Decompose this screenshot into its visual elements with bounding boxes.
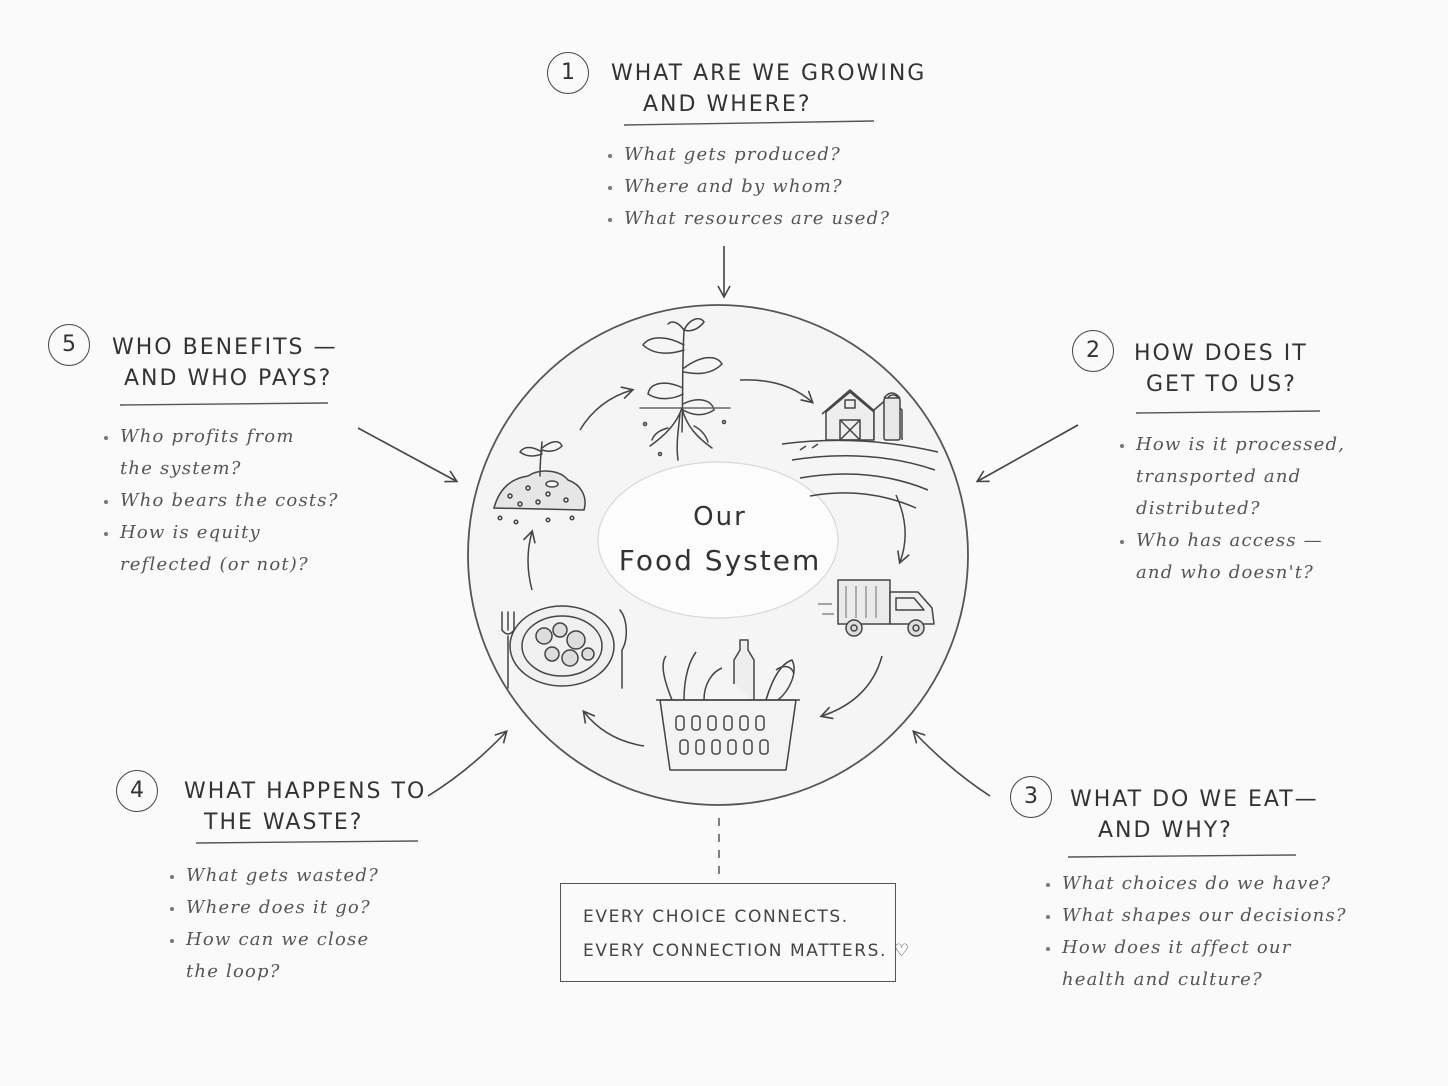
grocery-basket-icon	[656, 639, 800, 771]
section-3-title: What do we eat— and why?	[1070, 784, 1319, 846]
section-4-title-line-1: What happens to	[184, 779, 427, 804]
list-item: transported and	[1136, 466, 1302, 487]
section-4-title-line-2: the waste?	[204, 810, 364, 835]
list-item: distributed?	[1136, 498, 1261, 519]
list-item: How can we close	[168, 924, 379, 956]
section-2-title-line-1: How does it	[1134, 341, 1308, 366]
list-item: health and culture?	[1062, 969, 1263, 990]
list-item: What resources are used?	[606, 203, 890, 235]
section-3-rule	[1067, 854, 1297, 858]
cycle-arrow-compost-to-plant	[579, 386, 635, 431]
section-5-title-line-1: Who benefits —	[112, 335, 338, 360]
section-1-rule	[623, 120, 875, 126]
section-3-title-line-1: What do we eat—	[1070, 787, 1319, 812]
section-2-title-line-2: get to us?	[1146, 372, 1297, 397]
list-item: What shapes our decisions?	[1044, 900, 1347, 932]
list-item: reflected (or not)?	[120, 554, 309, 575]
delivery-truck-icon	[818, 579, 935, 637]
list-item: Where does it go?	[168, 892, 379, 924]
cycle-arrow-truck-to-basket	[819, 655, 883, 720]
section-4-questions: What gets wasted? Where does it go? How …	[168, 860, 379, 988]
list-item: the system?	[120, 458, 242, 479]
section-3-title-line-2: and why?	[1098, 818, 1233, 843]
section-4-title: What happens to the waste?	[184, 776, 426, 838]
section-1-questions: What gets produced? Where and by whom? W…	[606, 139, 890, 235]
section-3-questions: What choices do we have? What shapes our…	[1044, 868, 1347, 996]
list-item: and who doesn't?	[1136, 562, 1315, 583]
arrow-section-2	[975, 424, 1079, 483]
tagline-box: Every choice connects. Every connection …	[560, 883, 911, 982]
barn-farm-icon	[781, 389, 939, 509]
tagline-line-2: Every connection matters. ♡	[583, 941, 911, 961]
list-item: What gets produced?	[606, 139, 890, 171]
cycle-arrow-plant-to-farm	[739, 379, 814, 404]
list-item: What choices do we have?	[1044, 868, 1347, 900]
arrow-section-5	[357, 427, 459, 483]
section-1-number: 1	[547, 52, 589, 94]
section-5-number: 5	[48, 324, 90, 366]
compost-sprout-icon	[493, 441, 586, 525]
cycle-arrow-plate-to-compost	[522, 529, 536, 591]
arrow-section-3	[912, 730, 991, 797]
list-item: Who bears the costs?	[102, 485, 339, 517]
section-4-number: 4	[116, 770, 158, 812]
list-item: Who profits from	[102, 421, 339, 453]
list-item: How does it affect our	[1044, 932, 1347, 964]
list-item: How is equity	[102, 517, 339, 549]
section-2-questions: How is it processed, transported and dis…	[1118, 429, 1345, 589]
section-4-rule	[195, 840, 419, 844]
arrow-section-4	[427, 730, 508, 797]
list-item: the loop?	[186, 961, 281, 982]
tagline-line-1: Every choice connects.	[583, 907, 849, 927]
cycle-arrow-basket-to-plate	[582, 709, 645, 747]
list-item: How is it processed,	[1118, 429, 1345, 461]
list-item: Where and by whom?	[606, 171, 890, 203]
section-3-number: 3	[1010, 776, 1052, 818]
section-2-title: How does it get to us?	[1134, 338, 1308, 400]
section-5-rule	[119, 402, 329, 406]
section-5-questions: Who profits from the system? Who bears t…	[102, 421, 339, 581]
section-5-title-line-2: and who pays?	[124, 366, 333, 391]
section-5-title: Who benefits — and who pays?	[112, 332, 338, 394]
center-ellipse	[597, 461, 839, 619]
list-item: Who has access —	[1118, 525, 1345, 557]
sprouting-plant-icon	[639, 317, 731, 461]
center-title-line-1: Our	[693, 502, 747, 532]
center-title-line-2: Food System	[618, 544, 822, 577]
center-title: Our Food System	[600, 495, 840, 583]
section-2-rule	[1135, 410, 1321, 414]
section-1-title: What are we growing and where?	[611, 58, 926, 120]
section-1-title-line-2: and where?	[643, 92, 812, 117]
list-item: What gets wasted?	[168, 860, 379, 892]
section-2-number: 2	[1072, 330, 1114, 372]
meal-plate-icon	[501, 605, 627, 689]
section-1-title-line-1: What are we growing	[611, 61, 927, 86]
